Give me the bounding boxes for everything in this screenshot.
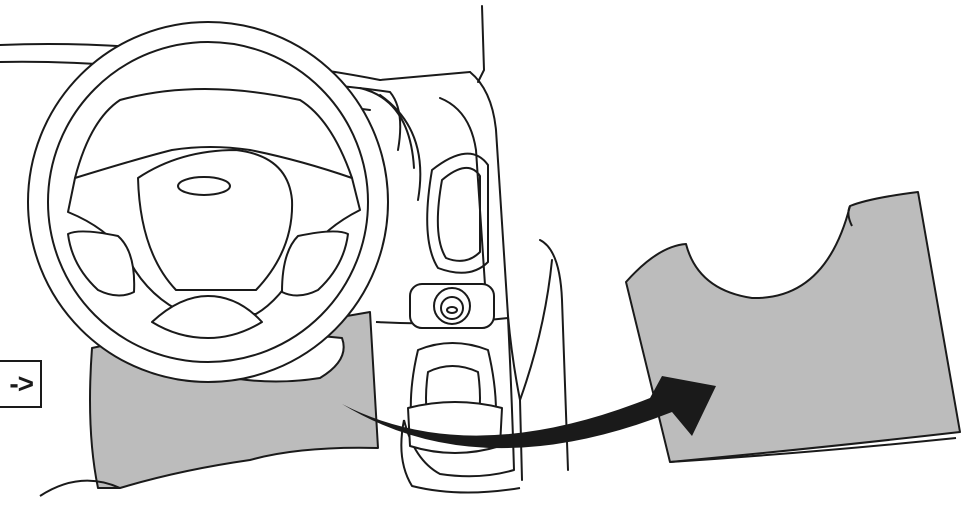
ignition-knob [410,284,494,328]
brand-emblem [178,177,230,195]
knee-panel-removed [626,192,960,462]
side-vent [427,154,488,273]
view-direction-label: -> [9,368,33,400]
view-direction-callout: -> [0,360,42,408]
airbag-cover [138,150,292,290]
center-console-top [478,6,484,82]
right-trim-curve [520,260,552,400]
side-vent-inner [438,168,480,261]
steering-wheel [28,22,388,382]
removal-arrow [342,376,716,448]
